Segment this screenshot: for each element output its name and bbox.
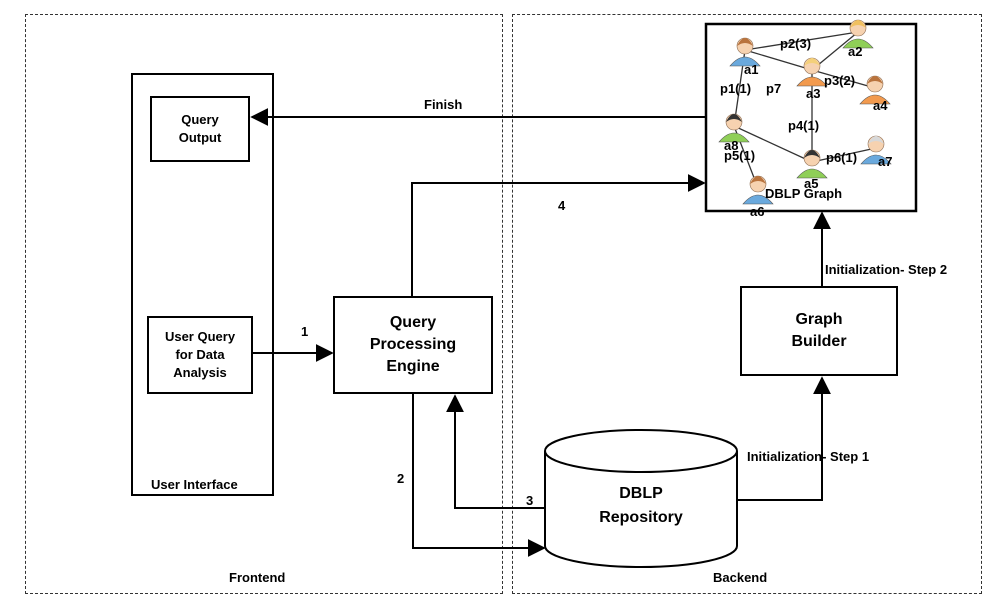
dblp-repository-label: DBLP Repository — [599, 485, 683, 526]
edge-label: p6(1) — [826, 150, 857, 165]
step4-label: 4 — [558, 198, 566, 213]
user-interface-panel — [131, 73, 274, 496]
frontend-label: Frontend — [229, 570, 286, 585]
edge-label: p2(3) — [780, 36, 811, 51]
author-a1-icon — [729, 37, 761, 67]
author-label-a7: a7 — [878, 154, 892, 169]
user-interface-label: User Interface — [151, 477, 238, 492]
init-step2-label: Initialization- Step 2 — [825, 262, 948, 277]
backend-region — [512, 14, 982, 594]
edge-label: p5(1) — [724, 148, 755, 163]
step4-arrow — [411, 174, 706, 296]
author-a7-icon — [860, 135, 892, 165]
edge-label: p4(1) — [788, 118, 819, 133]
backend-label: Backend — [713, 570, 768, 585]
author-a8-icon — [718, 113, 750, 143]
author-label-a8: a8 — [724, 138, 738, 153]
step2-label: 2 — [397, 471, 405, 486]
graph-builder-box: Graph Builder — [740, 286, 898, 376]
author-label-a4: a4 — [873, 98, 888, 113]
author-label-a3: a3 — [806, 86, 820, 101]
author-a3-icon — [796, 57, 828, 87]
author-label-a5: a5 — [804, 176, 818, 191]
init-step1-arrow — [737, 376, 831, 501]
author-a5-icon — [796, 149, 828, 179]
author-a4-icon — [859, 75, 891, 105]
author-label-a6: a6 — [750, 204, 764, 219]
step2-arrow — [412, 394, 546, 557]
init-step1-label: Initialization- Step 1 — [747, 449, 870, 464]
user-query-box: User Query for Data Analysis — [147, 316, 253, 394]
query-processing-engine-box: Query Processing Engine — [333, 296, 493, 394]
step1-label: 1 — [301, 324, 309, 339]
step3-label: 3 — [526, 493, 534, 508]
author-label-a2: a2 — [848, 44, 862, 59]
author-label-a1: a1 — [744, 62, 758, 77]
frontend-region — [25, 14, 503, 594]
author-a6-icon — [742, 175, 774, 205]
dblp-graph-frame — [704, 22, 918, 213]
edge-label: p7 — [766, 81, 781, 96]
query-output-box: Query Output — [150, 96, 250, 162]
edge-label: p1(1) — [720, 81, 751, 96]
dblp-graph-title: DBLP Graph — [765, 186, 842, 201]
finish-label: Finish — [424, 97, 463, 112]
step3-arrow — [446, 394, 545, 509]
edge-label: p3(2) — [824, 73, 855, 88]
dblp-repository-cylinder — [544, 429, 738, 568]
author-a2-icon — [842, 19, 874, 49]
